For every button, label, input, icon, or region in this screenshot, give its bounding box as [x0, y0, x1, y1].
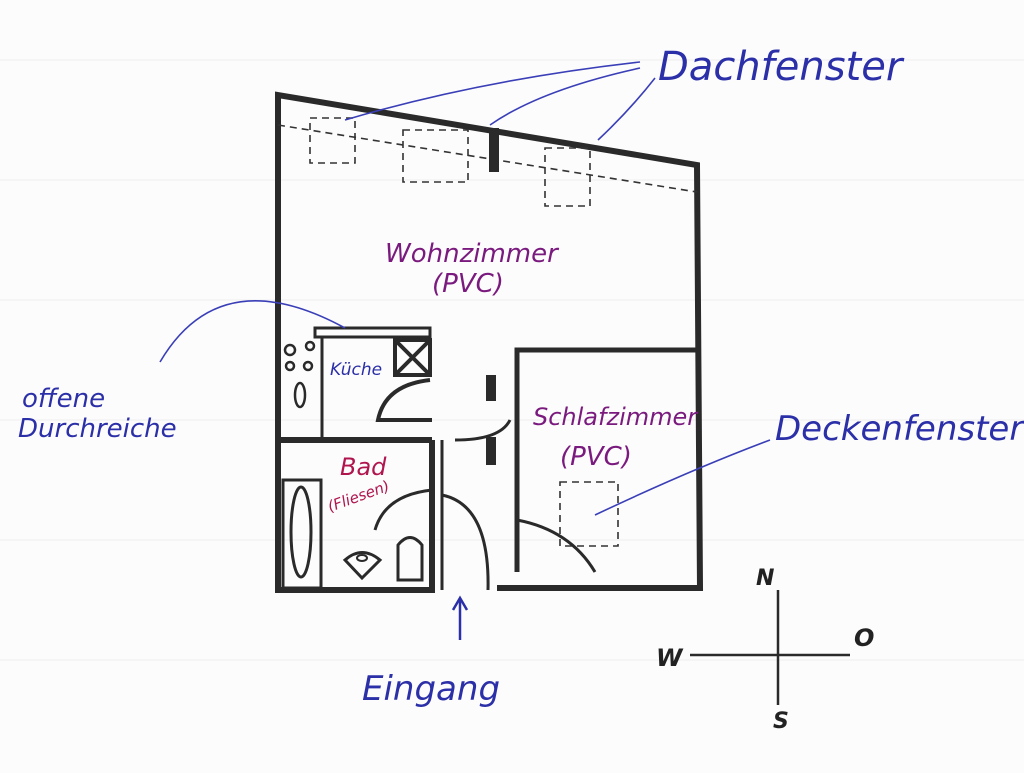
hall-doors	[441, 419, 512, 591]
pillar-2	[486, 437, 496, 465]
label-deckenfenster: Deckenfenster	[775, 409, 1024, 449]
compass-south: S	[773, 709, 789, 734]
chimney-stub	[489, 128, 499, 172]
annotation-leaders	[159, 61, 771, 516]
kitchen-block	[278, 326, 432, 443]
label-offene: offene	[22, 384, 105, 414]
compass-east: O	[854, 624, 874, 652]
label-wohnzimmer-floor: (PVC)	[432, 269, 504, 299]
label-bad: Bad	[340, 453, 387, 481]
skylight-window-3	[544, 147, 591, 207]
compass-north: N	[756, 566, 774, 591]
label-durchreiche: Durchreiche	[18, 414, 177, 444]
bedroom-walls	[514, 347, 697, 573]
ceiling-window	[559, 481, 619, 547]
label-bad-floor: (Fliesen)	[325, 477, 392, 516]
compass-icon	[690, 590, 850, 705]
label-eingang: Eingang	[362, 669, 500, 709]
entrance-arrow-icon	[451, 595, 469, 640]
skylight-line	[277, 117, 698, 547]
compass-west: W	[656, 644, 684, 672]
pillar-1	[486, 375, 496, 401]
label-dachfenster: Dachfenster	[658, 44, 905, 90]
paper-lines	[0, 59, 1024, 661]
label-schlafzimmer-floor: (PVC)	[560, 442, 632, 472]
skylight-window-1	[309, 117, 356, 164]
label-schlafzimmer-text: Schlafzimmer	[533, 403, 699, 431]
bathroom-block	[281, 440, 444, 590]
label-kueche: Küche	[330, 360, 382, 380]
outer-walls	[275, 91, 704, 593]
label-wohnzimmer: Wohnzimmer	[385, 239, 560, 269]
skylight-window-2	[402, 129, 469, 183]
